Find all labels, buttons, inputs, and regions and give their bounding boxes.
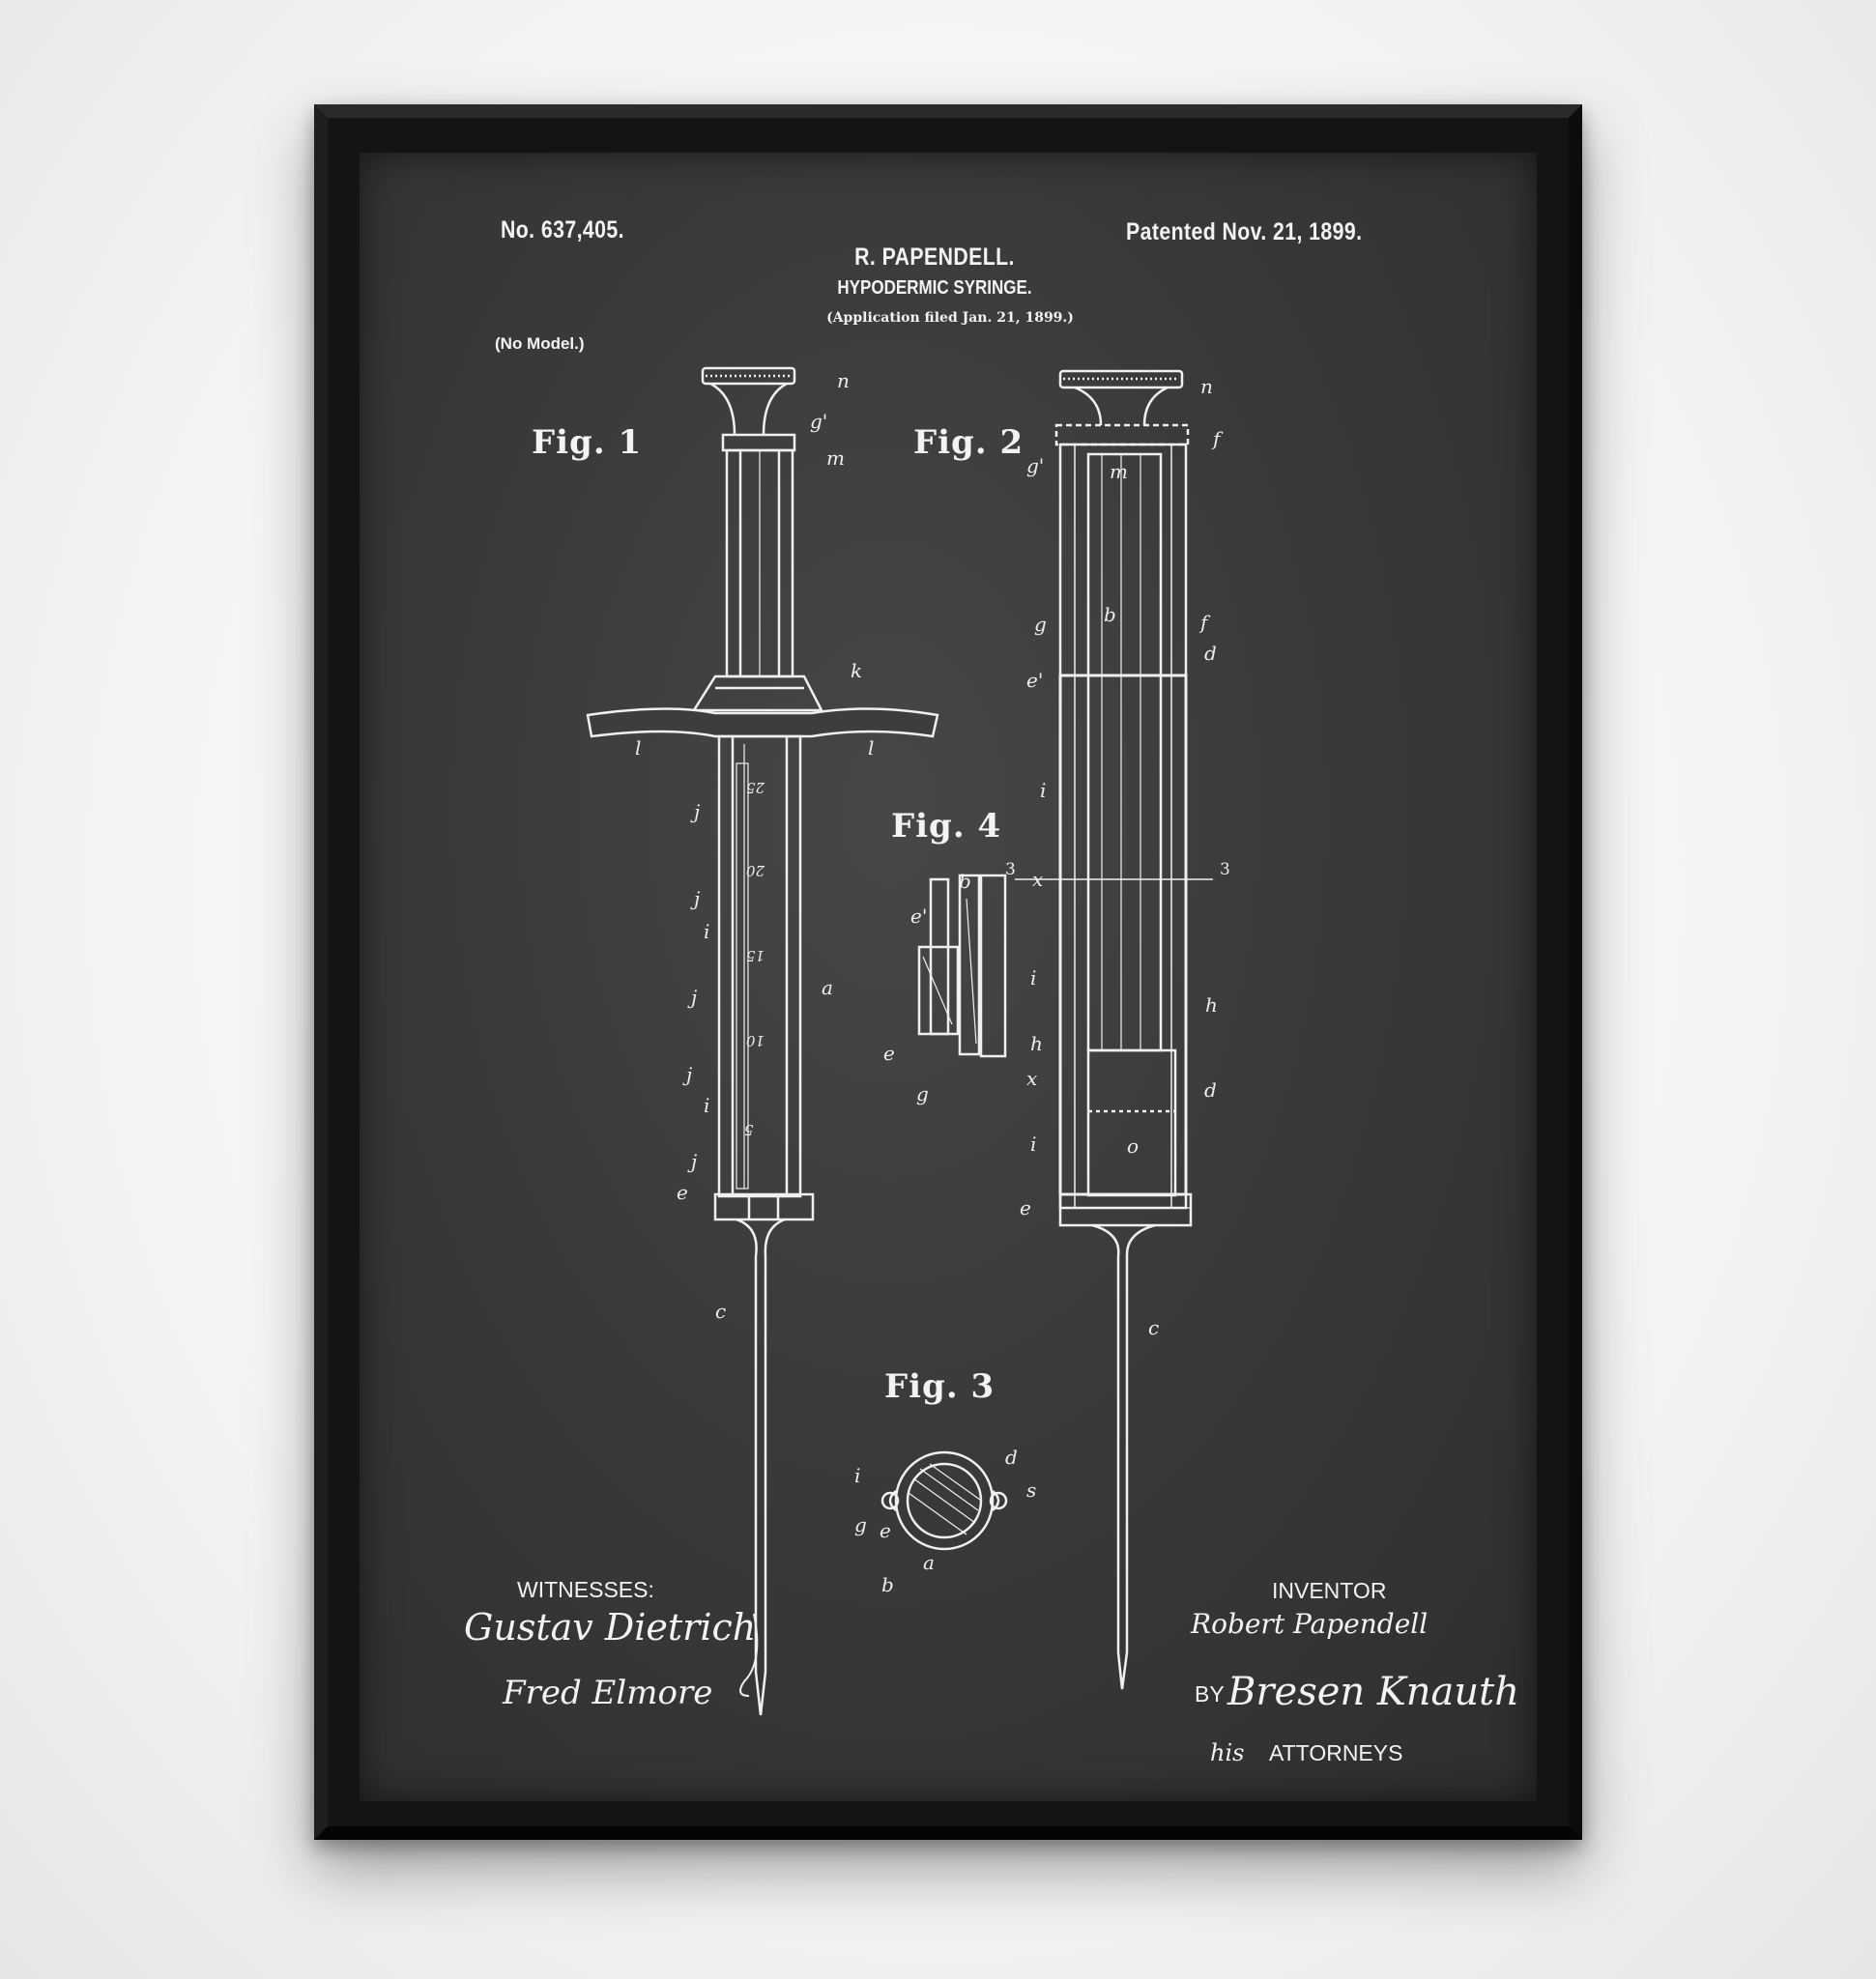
ref-letter: c [1148,1316,1160,1339]
scale-mark: 5 [744,1121,754,1138]
witnesses-label: WITNESSES: [517,1577,654,1602]
ref-letter: e' [910,904,928,928]
ref-letter: e [880,1519,891,1542]
ref-letter: j [691,1150,698,1173]
application-filed: (Application filed Jan. 21, 1899.) [826,310,1074,326]
patent-number: No. 637,405. [501,216,624,244]
scale-mark: 25 [746,779,765,796]
ref-letter: m [826,446,845,470]
scale-mark: 15 [746,947,765,964]
fig1-syringe-drawing [586,366,939,1716]
fig4-label: Fig. 4 [891,807,1002,846]
ref-letter: g [916,1082,929,1105]
ref-letter: o [1127,1134,1140,1158]
attorneys-label: ATTORNEYS [1269,1740,1403,1765]
ref-letter: i [704,1094,710,1117]
inventor-label: INVENTOR [1272,1578,1387,1603]
witness-flourish [739,1613,759,1697]
ref-letter: f [1213,427,1221,450]
scale-mark: 20 [746,862,765,879]
ref-letter: j [691,986,698,1009]
ref-letter: i [1030,1133,1037,1156]
ref-letter: b [1104,603,1116,626]
ref-letter: x [1026,1067,1038,1090]
ref-letter: j [694,887,701,910]
ref-letter: b [959,870,971,893]
by-label: BY [1195,1681,1225,1707]
ref-letter: e' [1026,669,1044,692]
ref-letter: a [923,1551,935,1574]
ref-letter: e [883,1042,895,1065]
ref-letter: i [1040,779,1047,802]
ref-letter: i [704,920,710,943]
scale-mark: 10 [746,1032,765,1049]
ref-letter: s [1026,1478,1037,1502]
witness-signature-2: Fred Elmore [503,1674,713,1712]
fig2-label: Fig. 2 [913,423,1025,462]
ref-letter: i [1030,966,1037,990]
inventor-signature: Robert Papendell [1191,1608,1429,1640]
ref-letter: h [1030,1032,1043,1055]
section-mark: 3 [1220,860,1230,879]
attorney-signature: Bresen Knauth [1227,1670,1519,1714]
ref-letter: l [868,736,875,760]
ref-letter: n [1200,375,1213,398]
section-mark: 3 [1005,860,1016,879]
ref-letter: m [1110,460,1128,483]
fig3-label: Fig. 3 [884,1367,996,1406]
patent-date: Patented Nov. 21, 1899. [1126,218,1363,245]
ref-letter: j [686,1063,693,1086]
witness-signature-1: Gustav Dietrich [464,1606,757,1649]
ref-letter: f [1200,611,1208,634]
ref-letter: j [694,800,701,823]
ref-letter: l [635,736,642,760]
fig3-cross-section-drawing [880,1450,1008,1551]
ref-letter: a [822,976,833,999]
fig4-detail-drawing [917,874,1007,1058]
ref-letter: i [854,1464,861,1487]
ref-letter: h [1205,993,1218,1017]
ref-letter: e [1020,1196,1031,1219]
ref-letter: g [1034,613,1047,636]
ref-letter: c [715,1300,727,1323]
ref-letter: e [677,1181,688,1204]
ref-letter: b [881,1573,894,1596]
patent-title: HYPODERMIC SYRINGE. [837,277,1032,299]
model-note: (No Model.) [495,334,585,353]
ref-letter: d [1005,1446,1018,1469]
ref-letter: g' [1026,454,1045,477]
fig1-label: Fig. 1 [532,423,643,462]
fig2-syringe-section-drawing [1015,369,1213,1690]
ref-letter: k [851,659,863,682]
ref-letter: g [854,1513,867,1536]
ref-letter: d [1204,1078,1217,1102]
ref-letter: g' [810,410,828,433]
ref-letter: d [1204,642,1217,665]
ref-letter: n [837,369,850,392]
inventor-name-heading: R. PAPENDELL. [854,244,1015,271]
ref-letter: x [1032,868,1044,891]
his-label: his [1210,1739,1245,1766]
